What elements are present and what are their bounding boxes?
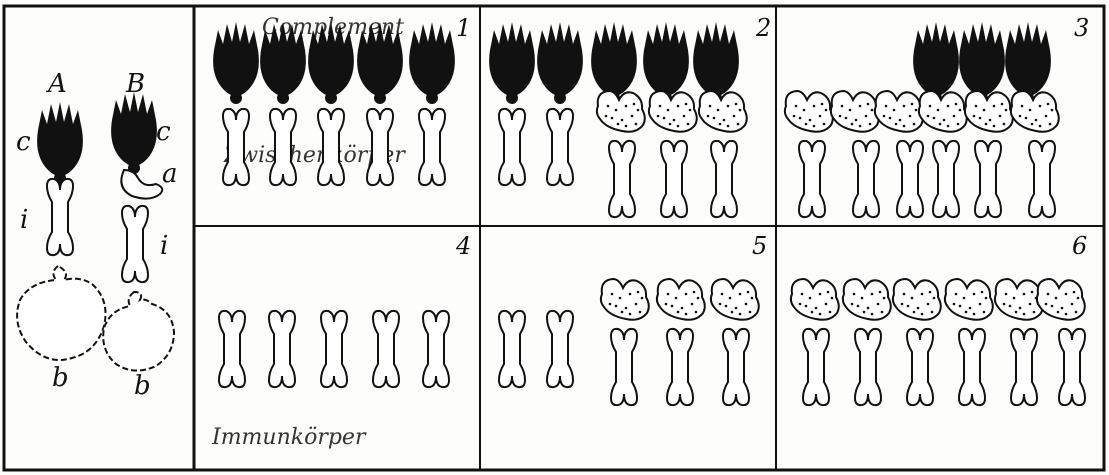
receptor <box>785 91 833 132</box>
panel-2: 2 <box>489 14 771 217</box>
intermediate-body <box>611 329 637 405</box>
panel-1-number: 1 <box>456 14 471 42</box>
receptor <box>601 279 649 320</box>
intermediate-body <box>803 329 829 405</box>
panel-5: 5 <box>499 232 767 405</box>
receptor-b <box>121 170 162 199</box>
intermediate-body <box>1059 329 1085 405</box>
intermediate-body <box>853 141 879 217</box>
intermediate-b <box>122 206 148 282</box>
intermediate-body <box>959 329 985 405</box>
panel-6-number: 6 <box>1072 232 1087 260</box>
label-i-b: i <box>160 231 168 261</box>
panel-4-note: Immunkörper <box>211 425 367 450</box>
cell-b <box>103 292 174 371</box>
complement-b <box>111 92 157 174</box>
receptor <box>875 91 923 132</box>
intermediate-body <box>609 141 635 217</box>
intermediate-body <box>547 109 573 185</box>
intermediate-body <box>321 311 347 387</box>
intermediate-body <box>419 109 445 185</box>
complement-a <box>37 102 83 184</box>
intermediate-body <box>907 329 933 405</box>
receptor <box>791 279 839 320</box>
receptor <box>1037 279 1085 320</box>
panel-1: 1 Complement Zwischenkörper <box>213 14 471 185</box>
cell-a <box>17 266 105 360</box>
label-c-a: c <box>16 127 31 157</box>
intermediate-body <box>855 329 881 405</box>
panel-2-number: 2 <box>755 14 771 42</box>
receptor <box>649 91 697 132</box>
label-b-b: b <box>134 371 151 401</box>
receptor <box>597 91 645 132</box>
receptor <box>843 279 891 320</box>
label-i-a: i <box>20 205 28 235</box>
label-col-a: A <box>46 69 67 99</box>
intermediate-body <box>373 311 399 387</box>
intermediate-body <box>269 311 295 387</box>
intermediate-body <box>1029 141 1055 217</box>
intermediate-body <box>499 311 525 387</box>
label-b-a: b <box>52 363 69 393</box>
receptor <box>699 91 747 132</box>
receptor <box>919 91 967 132</box>
intermediate-body <box>975 141 1001 217</box>
panel-3-number: 3 <box>1074 14 1089 42</box>
label-c-b: c <box>156 117 171 147</box>
label-col-b: B <box>125 69 145 99</box>
label-a-b: a <box>162 159 178 189</box>
panel-5-number: 5 <box>752 232 767 260</box>
intermediate-body <box>499 109 525 185</box>
receptor <box>965 91 1013 132</box>
panel-4: 4 Immunkörper <box>211 232 471 450</box>
intermediate-body <box>933 141 959 217</box>
intermediate-a <box>47 179 73 255</box>
intermediate-body <box>219 311 245 387</box>
panel-3: 3 <box>785 14 1089 217</box>
intermediate-body <box>897 141 923 217</box>
intermediate-body <box>423 311 449 387</box>
receptor <box>657 279 705 320</box>
intermediate-body <box>723 329 749 405</box>
complement <box>537 22 583 104</box>
intermediate-body <box>711 141 737 217</box>
intermediate-body <box>661 141 687 217</box>
receptor <box>995 279 1043 320</box>
complement <box>409 22 455 104</box>
intermediate-body <box>1011 329 1037 405</box>
receptor <box>711 279 759 320</box>
receptor <box>893 279 941 320</box>
complement <box>489 22 535 104</box>
intermediate-body <box>667 329 693 405</box>
panel-4-number: 4 <box>455 232 471 260</box>
receptor <box>945 279 993 320</box>
intermediate-body <box>799 141 825 217</box>
left-legend-panel: A B c i b c a i b <box>16 69 178 401</box>
receptor <box>831 91 879 132</box>
receptor <box>1011 91 1059 132</box>
intermediate-body <box>547 311 573 387</box>
panel-6: 6 <box>791 232 1087 405</box>
complement <box>213 22 259 104</box>
